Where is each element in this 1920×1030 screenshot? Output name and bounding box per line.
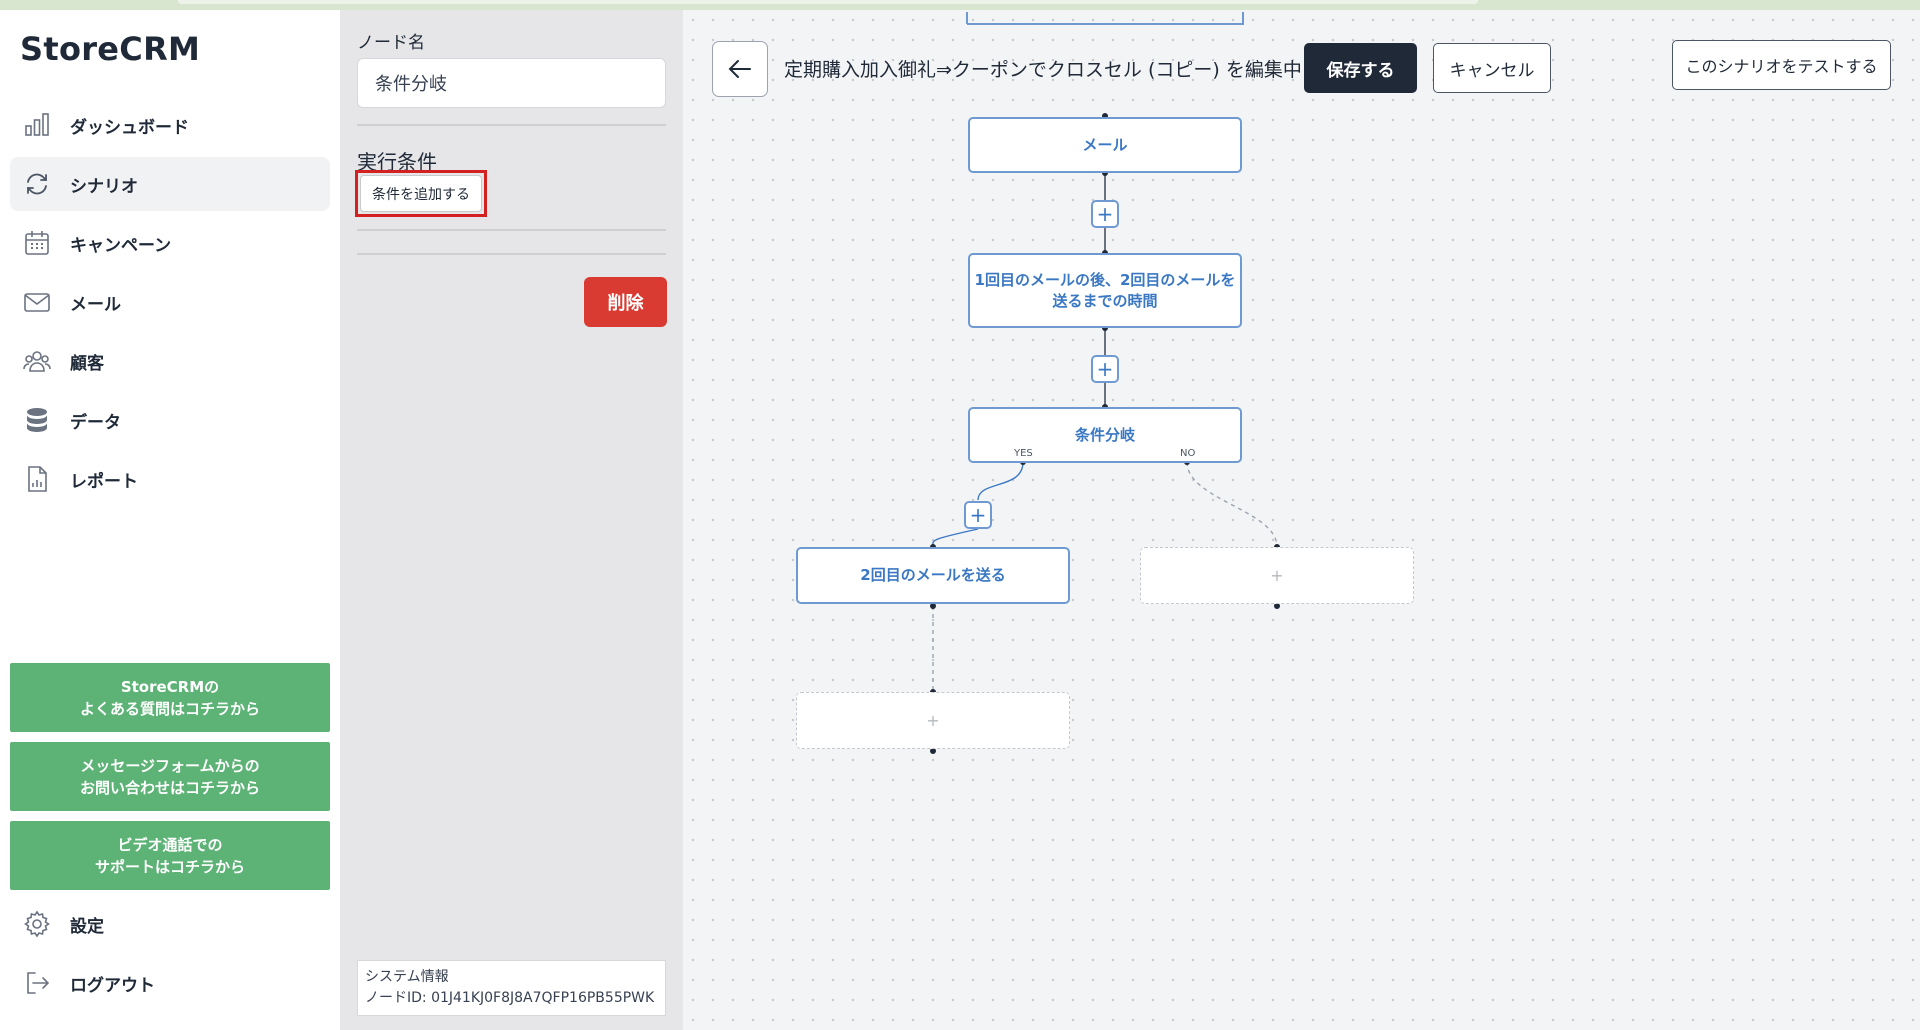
logout-icon — [22, 968, 52, 998]
sidebar-item-label: 設定 — [70, 916, 104, 937]
browser-top-strip-inner — [178, 0, 1478, 4]
sidebar-item-label: キャンペーン — [70, 235, 172, 256]
editor-title: 定期購入加入御礼⇒クーポンでクロスセル (コピー) を編集中 — [784, 59, 1302, 81]
bar-chart-icon — [22, 110, 52, 140]
calendar-icon — [22, 228, 52, 258]
add-step-button[interactable]: + — [1091, 355, 1119, 383]
add-condition-button[interactable]: 条件を追加する — [360, 175, 482, 212]
test-scenario-button[interactable]: このシナリオをテストする — [1672, 40, 1891, 90]
sidebar-item-label: レポート — [70, 471, 138, 492]
flow-node-wait-line1: 1回目のメールの後、2回目のメールを — [974, 270, 1236, 289]
node-id-text: ノードID: 01J41KJ0F8J8A7QFP16PB55PWK — [365, 990, 655, 1006]
no-port-label: NO — [1180, 448, 1196, 459]
sidebar-item-label: ログアウト — [70, 975, 155, 996]
sidebar-item-logout[interactable]: ログアウト — [10, 956, 330, 1010]
add-step-button[interactable]: + — [1091, 200, 1119, 228]
divider — [357, 253, 666, 255]
contact-form-button[interactable]: メッセージフォームからの お問い合わせはコチラから — [10, 742, 330, 811]
sidebar-item-data[interactable]: データ — [10, 393, 330, 447]
arrow-left-icon — [728, 60, 751, 78]
node-property-panel: ノード名 条件分岐 実行条件 条件を追加する 削除 システム情報 ノードID: … — [340, 10, 683, 1030]
video-support-button[interactable]: ビデオ通話での サポートはコチラから — [10, 821, 330, 890]
sidebar: StoreCRM ダッシュボード シナリオ キャンペーン メール — [0, 10, 340, 1030]
sidebar-item-dashboard[interactable]: ダッシュボード — [10, 98, 330, 152]
divider — [357, 229, 666, 231]
save-button[interactable]: 保存する — [1304, 43, 1417, 93]
mail-icon — [22, 287, 52, 317]
highlight-box — [355, 170, 487, 217]
faq-button[interactable]: StoreCRMの よくある質問はコチラから — [10, 663, 330, 732]
flow-node-wait-line2: 送るまでの時間 — [1052, 291, 1158, 310]
empty-step-placeholder[interactable]: + — [1140, 547, 1414, 604]
yes-port-label: YES — [1014, 448, 1033, 459]
back-button[interactable] — [712, 41, 768, 97]
divider — [357, 124, 666, 126]
sidebar-item-report[interactable]: レポート — [10, 452, 330, 506]
flow-node-send-second-mail[interactable]: 2回目のメールを送る — [796, 547, 1070, 604]
gear-icon — [22, 909, 52, 939]
sidebar-item-scenario[interactable]: シナリオ — [10, 157, 330, 211]
sidebar-item-mail[interactable]: メール — [10, 275, 330, 329]
add-step-button[interactable]: + — [964, 501, 992, 529]
sidebar-item-settings[interactable]: 設定 — [10, 897, 330, 951]
flow-node-wait[interactable]: 1回目のメールの後、2回目のメールを 送るまでの時間 — [968, 253, 1242, 328]
cancel-button[interactable]: キャンセル — [1433, 43, 1551, 93]
faq-button-line1: StoreCRMの — [120, 677, 220, 696]
sidebar-nav: ダッシュボード シナリオ キャンペーン メール 顧客 — [10, 98, 330, 511]
sidebar-item-label: 顧客 — [70, 353, 104, 374]
flow-canvas[interactable]: 定期購入加入御礼⇒クーポンでクロスセル (コピー) を編集中 保存する キャンセ… — [683, 10, 1920, 1030]
browser-top-strip — [0, 0, 1920, 10]
system-info-box: システム情報 ノードID: 01J41KJ0F8J8A7QFP16PB55PWK — [357, 960, 666, 1016]
sidebar-item-label: メール — [70, 294, 121, 315]
flow-node-mail[interactable]: メール — [968, 117, 1242, 173]
empty-step-placeholder[interactable]: + — [796, 692, 1070, 749]
database-icon — [22, 405, 52, 435]
contact-form-button-line2: お問い合わせはコチラから — [79, 778, 260, 797]
sidebar-item-label: データ — [70, 412, 121, 433]
contact-form-button-line1: メッセージフォームからの — [80, 756, 260, 775]
delete-button[interactable]: 削除 — [584, 277, 667, 327]
report-icon — [22, 464, 52, 494]
flow-connectors — [930, 12, 1280, 754]
node-name-input[interactable]: 条件分岐 — [357, 58, 666, 108]
video-support-button-line1: ビデオ通話での — [117, 835, 223, 854]
sidebar-item-customers[interactable]: 顧客 — [10, 334, 330, 388]
video-support-button-line2: サポートはコチラから — [94, 857, 245, 876]
sidebar-item-label: シナリオ — [70, 176, 138, 197]
sidebar-item-campaign[interactable]: キャンペーン — [10, 216, 330, 270]
node-name-label: ノード名 — [357, 33, 425, 53]
app-logo: StoreCRM — [20, 30, 201, 68]
sidebar-bottom-nav: 設定 ログアウト — [10, 897, 330, 1015]
refresh-icon — [22, 169, 52, 199]
users-icon — [22, 346, 52, 376]
system-info-title: システム情報 — [365, 969, 449, 985]
sidebar-item-label: ダッシュボード — [70, 117, 189, 138]
flow-node-branch[interactable]: 条件分岐 — [968, 407, 1242, 463]
faq-button-line2: よくある質問はコチラから — [79, 699, 260, 718]
